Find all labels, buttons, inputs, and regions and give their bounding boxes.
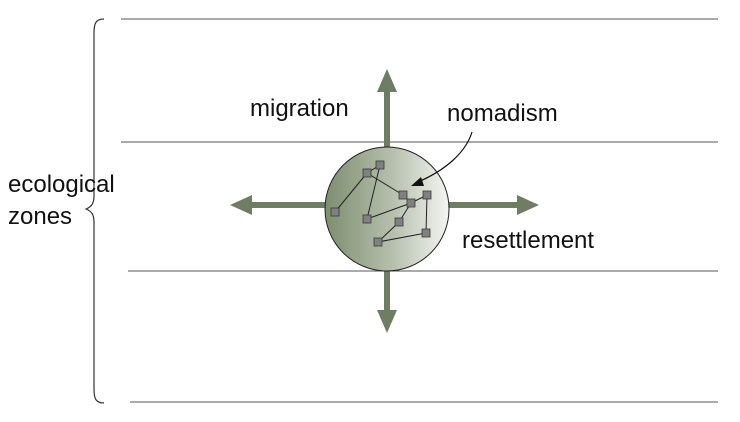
settlement-node [362, 168, 372, 178]
settlement-node [394, 217, 404, 227]
settlement-node [373, 237, 383, 247]
arrow-up [377, 69, 397, 150]
nomadism-pointer-head [411, 177, 424, 186]
settlement-node [330, 207, 340, 217]
arrow-right [448, 195, 539, 215]
settlement-node [362, 214, 372, 224]
settlement-node [422, 190, 432, 200]
settlement-sphere [324, 146, 450, 272]
settlement-node [406, 198, 416, 208]
label-migration: migration [250, 95, 349, 122]
zone-brace [84, 18, 105, 404]
label-ecological: ecological [8, 171, 115, 198]
label-resettlement: resettlement [462, 227, 594, 254]
settlement-network-nodes [330, 160, 432, 247]
settlement-node [375, 160, 385, 170]
arrow-left [230, 195, 330, 215]
settlement-node [398, 190, 408, 200]
label-nomadism: nomadism [447, 100, 558, 127]
nomadism-pointer [417, 131, 473, 183]
label-zones: zones [8, 203, 72, 230]
arrow-down [377, 268, 397, 333]
settlement-node [421, 228, 431, 238]
